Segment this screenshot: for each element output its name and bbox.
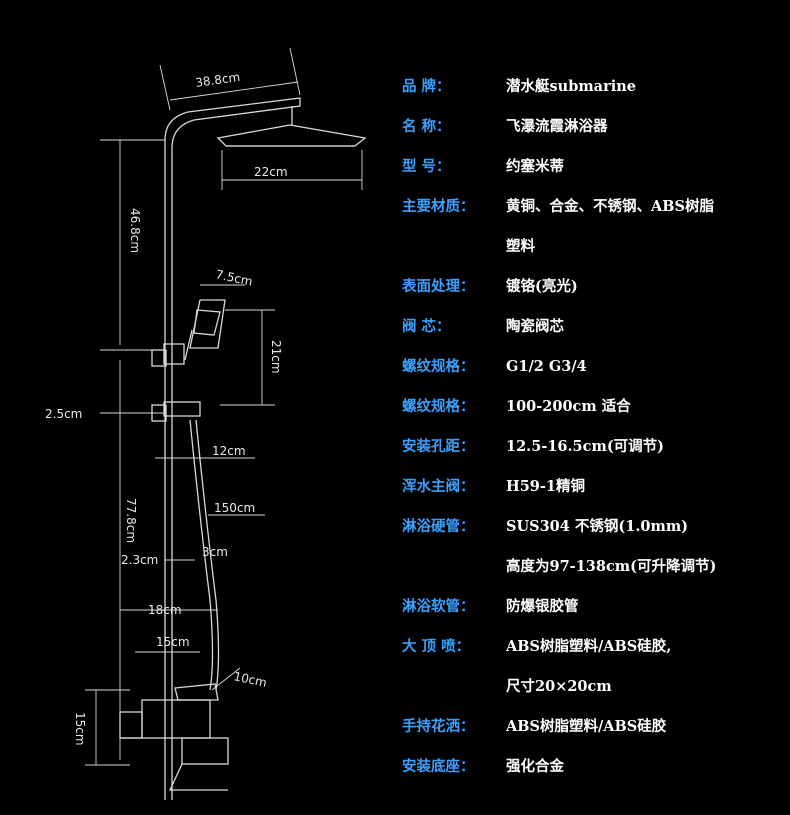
spec-value: SUS304 不锈钢(1.0mm) <box>506 518 689 535</box>
spec-value: G1/2 G3/4 <box>506 358 587 375</box>
spec-row: 淋浴软管： 防爆银胶管 <box>0 597 790 633</box>
dim-handheld-height: 21cm <box>269 340 283 374</box>
spec-value: 防爆银胶管 <box>506 598 579 615</box>
spec-value: 100-200cm 适合 <box>506 398 631 415</box>
dim-hose: 150cm <box>214 501 255 515</box>
spec-value: ABS树脂塑料/ABS硅胶, <box>506 638 672 655</box>
spec-row: 尺寸20×20cm <box>0 677 790 713</box>
spec-label: 表面处理： <box>402 279 475 295</box>
spec-row: 品 牌： 潜水艇submarine <box>0 77 790 113</box>
spec-row: 大 顶 喷： ABS树脂塑料/ABS硅胶, <box>0 637 790 673</box>
spec-row: 型 号： 约塞米蒂 <box>0 157 790 193</box>
spec-value: 高度为97-138cm(可升降调节) <box>506 558 717 575</box>
dim-base-width: 18cm <box>148 603 182 617</box>
spec-row: 塑料 <box>0 237 790 273</box>
spec-value: 黄铜、合金、不锈钢、ABS树脂 <box>506 198 714 215</box>
spec-value: 强化合金 <box>506 758 564 775</box>
dim-width-top: 38.8cm <box>194 70 241 90</box>
dim-pipe-dia: 2.3cm <box>121 553 158 567</box>
spec-label: 型 号： <box>402 159 451 175</box>
spec-value: 12.5-16.5cm(可调节) <box>506 438 665 455</box>
dim-bracket: 2.5cm <box>45 407 82 421</box>
dim-pipe-gap: 3cm <box>202 545 228 559</box>
spec-row: 阀 芯： 陶瓷阀芯 <box>0 317 790 353</box>
spec-row: 安装底座： 强化合金 <box>0 757 790 793</box>
dim-base-height: 15cm <box>73 712 87 746</box>
spec-label: 品 牌： <box>402 79 451 95</box>
spec-value: 潜水艇submarine <box>506 78 636 95</box>
spec-row: 名 称： 飞瀑流霞淋浴器 <box>0 117 790 153</box>
spec-row: 浑水主阀： H59-1精铜 <box>0 477 790 513</box>
spec-row: 淋浴硬管： SUS304 不锈钢(1.0mm) <box>0 517 790 553</box>
spec-value: 镀铬(亮光) <box>506 278 578 295</box>
spec-row: 表面处理： 镀铬(亮光) <box>0 277 790 313</box>
spec-label: 安装底座： <box>402 759 475 775</box>
shower-dimension-drawing: 38.8cm 46.8cm 22cm 7.5cm 21cm 2.5cm 77.8… <box>45 47 367 800</box>
spec-label: 螺纹规格： <box>402 359 475 375</box>
spec-value: 约塞米蒂 <box>506 158 564 175</box>
spec-label: 螺纹规格： <box>402 399 475 415</box>
spec-value: 飞瀑流霞淋浴器 <box>506 118 608 135</box>
shower-hose <box>189 419 214 691</box>
dim-base-inner: 15cm <box>156 635 190 649</box>
spec-label: 阀 芯： <box>402 319 451 335</box>
dim-main-height: 77.8cm <box>124 498 138 543</box>
spec-label: 浑水主阀： <box>402 479 475 495</box>
spec-value: ABS树脂塑料/ABS硅胶 <box>506 718 667 735</box>
spec-row: 手持花洒： ABS树脂塑料/ABS硅胶 <box>0 717 790 753</box>
spec-row: 螺纹规格： G1/2 G3/4 <box>0 357 790 393</box>
spec-value: 尺寸20×20cm <box>506 678 612 695</box>
spec-value: H59-1精铜 <box>506 478 585 495</box>
spec-label: 淋浴硬管： <box>402 519 475 535</box>
spec-label: 名 称： <box>402 119 451 135</box>
spec-row: 主要材质： 黄铜、合金、不锈钢、ABS树脂 <box>0 197 790 233</box>
spec-row: 安装孔距： 12.5-16.5cm(可调节) <box>0 437 790 473</box>
spec-label: 安装孔距： <box>402 439 475 455</box>
spec-label: 大 顶 喷： <box>402 639 471 655</box>
dim-spout: 10cm <box>232 669 268 690</box>
dim-height-top: 46.8cm <box>128 208 142 253</box>
spec-row: 螺纹规格： 100-200cm 适合 <box>0 397 790 433</box>
shower-riser-pipe <box>164 97 301 800</box>
dim-slider-offset: 12cm <box>212 444 246 458</box>
spec-value: 陶瓷阀芯 <box>506 318 564 335</box>
dim-head-width: 22cm <box>254 165 288 179</box>
rain-shower-head <box>216 124 367 147</box>
spec-label: 淋浴软管： <box>402 599 475 615</box>
spec-value: 塑料 <box>506 238 535 255</box>
spec-label: 主要材质： <box>402 199 475 215</box>
spec-label: 手持花洒： <box>402 719 475 735</box>
spec-row: 高度为97-138cm(可升降调节) <box>0 557 790 593</box>
